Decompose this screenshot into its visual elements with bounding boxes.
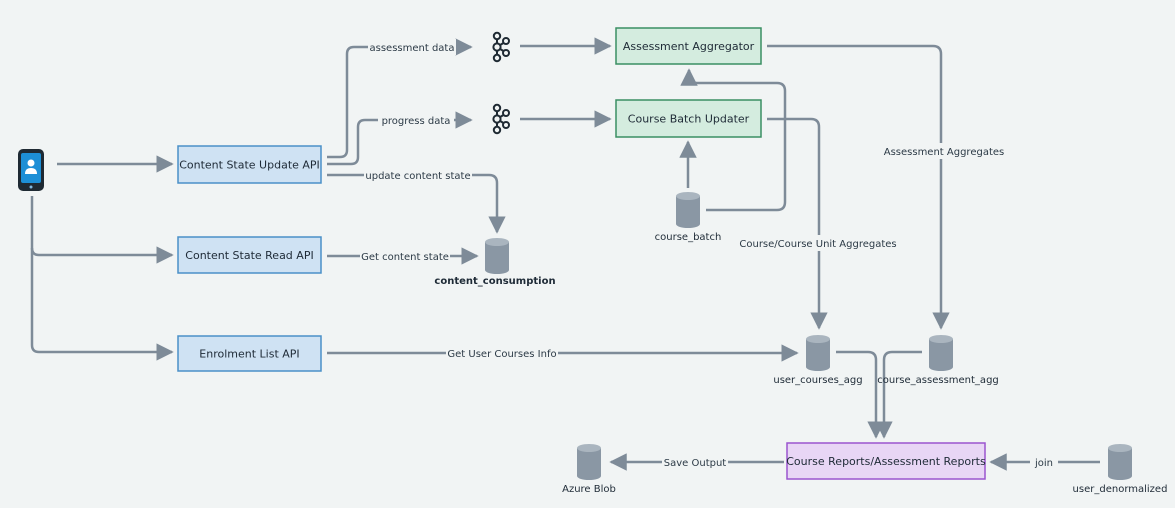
- edge-course-batch-updater-to-user-courses-agg: [767, 117, 828, 330]
- content-state-update-api-label: Content State Update API: [179, 159, 320, 172]
- user-courses-agg-label: user_courses_agg: [773, 375, 862, 386]
- kafka-icon: [492, 31, 510, 63]
- assessment-aggregator-label: Assessment Aggregator: [623, 40, 755, 53]
- content-state-read-api-box[interactable]: Content State Read API: [177, 236, 322, 274]
- azure-blob-label: Azure Blob: [562, 484, 616, 495]
- course-batch-updater-box[interactable]: Course Batch Updater: [615, 99, 762, 138]
- label-progress-data: progress data: [382, 116, 451, 127]
- mobile-user-icon: [18, 149, 44, 191]
- content-state-update-api-box[interactable]: Content State Update API: [177, 145, 322, 184]
- edge-user-courses-agg-to-reports: [836, 350, 885, 439]
- edge-assessment-aggregator-to-course-assessment-agg: [767, 44, 950, 330]
- course-assessment-agg-label: course_assessment_agg: [877, 375, 999, 386]
- edge-update-api-to-kafka-progress: [327, 111, 473, 166]
- course-reports-label: Course Reports/Assessment Reports: [786, 455, 986, 468]
- kafka-icon: [492, 103, 510, 135]
- user-denormalized-label: user_denormalized: [1073, 484, 1168, 495]
- database-icon: [676, 192, 700, 228]
- edge-update-api-to-kafka-assessment: [327, 38, 473, 159]
- edge-client-to-enrolment-api: [30, 248, 174, 361]
- label-get-content-state: Get content state: [361, 252, 449, 263]
- enrolment-list-api-box[interactable]: Enrolment List API: [177, 335, 322, 372]
- label-join: join: [1034, 458, 1053, 469]
- database-icon: [929, 335, 953, 371]
- enrolment-list-api-label: Enrolment List API: [199, 348, 299, 361]
- edge-client-to-read-api: [30, 196, 174, 264]
- label-assessment-data: assessment data: [370, 43, 455, 54]
- label-save-output: Save Output: [664, 458, 727, 469]
- content-consumption-label: content_consumption: [434, 276, 555, 287]
- assessment-aggregator-box[interactable]: Assessment Aggregator: [615, 27, 762, 65]
- course-reports-box[interactable]: Course Reports/Assessment Reports: [786, 442, 986, 480]
- label-get-user-courses-info: Get User Courses Info: [447, 349, 556, 360]
- label-update-content-state: update content state: [365, 171, 470, 182]
- edge-course-assessment-agg-to-reports: [875, 350, 922, 439]
- course-batch-label: course_batch: [655, 232, 722, 243]
- database-icon: [577, 444, 601, 480]
- edge-course-batch-to-assessment-aggregator: [680, 68, 787, 212]
- edge-update-api-to-content-consumption: [327, 173, 506, 234]
- label-course-unit-aggregates: Course/Course Unit Aggregates: [739, 239, 896, 250]
- database-icon: [806, 335, 830, 371]
- database-icon: [485, 238, 509, 274]
- course-batch-updater-label: Course Batch Updater: [628, 113, 750, 126]
- database-icon: [1108, 444, 1132, 480]
- label-assessment-aggregates: Assessment Aggregates: [884, 147, 1005, 158]
- content-state-read-api-label: Content State Read API: [185, 249, 313, 262]
